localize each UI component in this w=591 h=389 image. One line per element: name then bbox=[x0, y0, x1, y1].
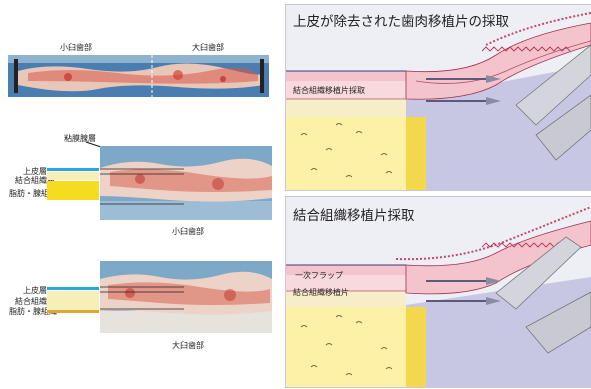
diagram-bottom-label-graft: 結合組織移植片 bbox=[293, 287, 349, 298]
photo2-bar-connective bbox=[47, 172, 99, 180]
photo3-bar-connective bbox=[47, 291, 99, 310]
diagram-top bbox=[285, 4, 591, 191]
photo3-bar-fat bbox=[47, 310, 99, 313]
photo3-legend-epithelium: 上皮層 bbox=[23, 285, 47, 296]
photo1-label-right: 大臼歯部 bbox=[192, 42, 224, 53]
photo3-graft-section bbox=[100, 261, 272, 333]
photo1-label-left: 小臼歯部 bbox=[60, 42, 92, 53]
diagram-bottom-label-flap: 一次フラップ bbox=[295, 270, 343, 281]
photo3-caption: 大臼歯部 bbox=[172, 340, 204, 351]
diagram-top-title: 上皮が除去された歯肉移植片の採取 bbox=[293, 10, 509, 30]
graft-strip-image bbox=[8, 55, 269, 97]
diagram-top-illustration bbox=[286, 5, 591, 190]
diagram-bottom-title: 結合組織移植片採取 bbox=[293, 204, 415, 224]
photo2-graft-section bbox=[100, 146, 272, 220]
photo1-graft-strip bbox=[8, 55, 269, 97]
photo3-bar-epithelium bbox=[47, 287, 99, 290]
graft-section-image-2 bbox=[100, 261, 272, 333]
diagram-top-label: 結合組織移植片採取 bbox=[293, 85, 365, 96]
photo2-bar-fat bbox=[47, 181, 99, 200]
photo2-bar-epithelium bbox=[47, 168, 99, 171]
graft-section-image bbox=[100, 146, 272, 220]
photo2-caption: 小臼歯部 bbox=[172, 226, 204, 237]
